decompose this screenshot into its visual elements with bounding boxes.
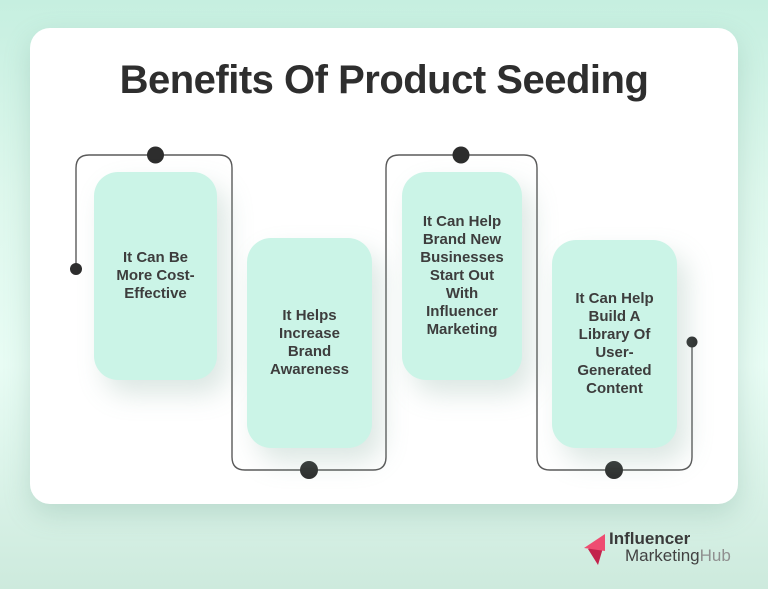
brand-logo-text: Influencer MarketingHub (609, 530, 731, 564)
brand-logo-line1: Influencer (609, 529, 691, 548)
benefit-card-label: It Helps Increase Brand Awareness (270, 307, 349, 378)
page-title: Benefits Of Product Seeding (119, 58, 649, 102)
benefit-card-ugc-library: It Can Help Build A Library Of User- Gen… (552, 240, 677, 448)
benefit-card-cost-effective: It Can Be More Cost- Effective (94, 172, 217, 380)
brand-logo: Influencer MarketingHub (584, 530, 731, 566)
benefit-card-label: It Can Help Brand New Businesses Start O… (420, 213, 504, 338)
benefit-card-label: It Can Be More Cost- Effective (116, 249, 195, 302)
pink-left-arrow-fold-icon (584, 534, 605, 565)
brand-logo-line2: MarketingHub (609, 547, 731, 564)
brand-logo-line2-primary: Marketing (625, 546, 700, 565)
brand-logo-line2-secondary: Hub (699, 546, 731, 565)
benefit-card-brand-awareness: It Helps Increase Brand Awareness (247, 238, 372, 448)
benefit-card-label: It Can Help Build A Library Of User- Gen… (575, 290, 654, 397)
benefit-card-new-businesses: It Can Help Brand New Businesses Start O… (402, 172, 522, 380)
